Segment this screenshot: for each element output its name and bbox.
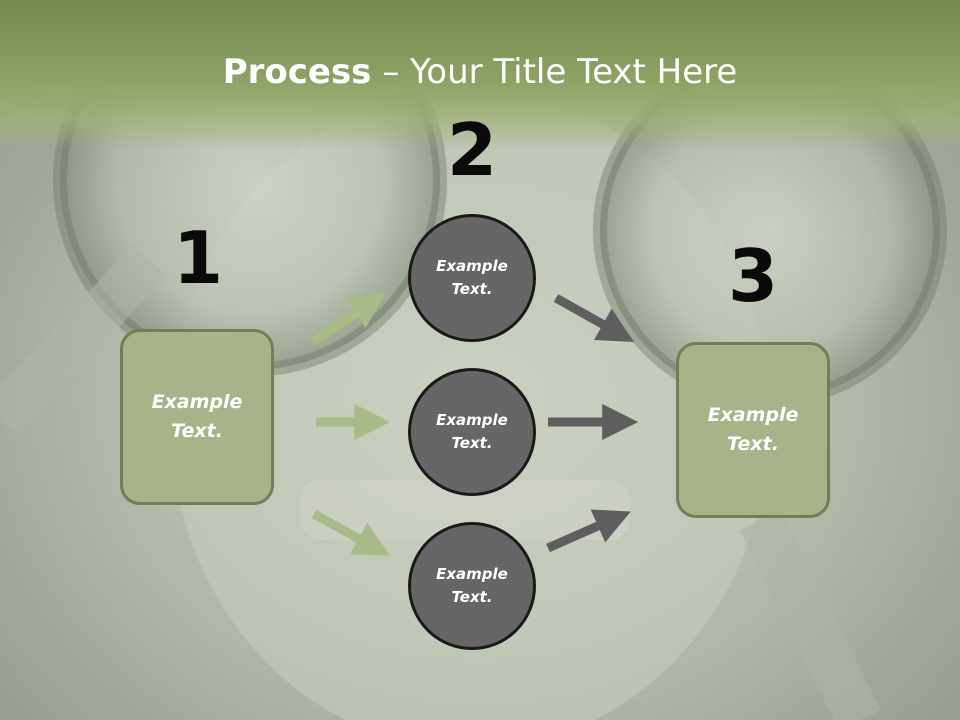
arrow-bottom-to-right [546, 509, 631, 553]
arrow-top-to-right [553, 294, 635, 342]
slide-title: Process – Your Title Text Here [0, 52, 960, 92]
middle-circle: Example Text. [408, 368, 536, 496]
title-band [0, 0, 960, 150]
bottom-circle: Example Text. [408, 522, 536, 650]
title-rest: – Your Title Text Here [371, 52, 738, 92]
middle-circle-text: Example Text. [436, 411, 508, 452]
left-box-text: Example Text. [151, 391, 243, 442]
top-circle: Example Text. [408, 214, 536, 342]
right-box: Example Text. [676, 342, 830, 518]
step-number-1: 1 [172, 216, 224, 300]
step-number-2: 2 [446, 108, 498, 192]
left-hose [0, 244, 167, 436]
bottom-circle-text: Example Text. [436, 565, 508, 606]
step-number-3: 3 [727, 234, 779, 318]
top-circle-text: Example Text. [436, 257, 508, 298]
arrow-left-to-top [309, 293, 386, 346]
right-box-text: Example Text. [707, 404, 799, 455]
title-bold: Process [222, 52, 372, 92]
arrow-left-to-bottom [311, 510, 391, 556]
right-hose [739, 509, 881, 720]
left-box: Example Text. [120, 329, 274, 505]
